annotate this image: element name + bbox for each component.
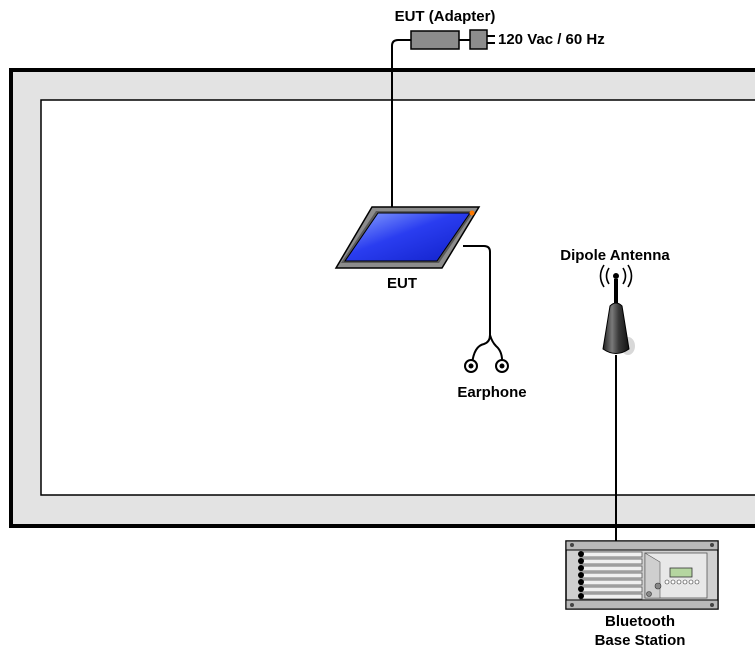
adapter-label: EUT (Adapter) [394, 8, 496, 25]
antenna-label: Dipole Antenna [560, 247, 670, 264]
base-station-label-line1: Bluetooth [605, 613, 675, 630]
dipole-antenna-icon [599, 264, 635, 355]
earphone-cable [463, 245, 504, 365]
power-plug-icon [469, 29, 495, 50]
eut-label: EUT [387, 275, 417, 292]
adapter-cable [391, 39, 470, 208]
shielded-chamber [9, 68, 755, 528]
power-supply-label: 120 Vac / 60 Hz [498, 31, 605, 48]
power-adapter-icon [410, 30, 460, 50]
earphone-icon [464, 359, 509, 373]
tablet-icon [334, 206, 481, 269]
earphone-label: Earphone [457, 384, 527, 401]
rack-base-station-icon [565, 540, 719, 610]
base-station-label-line2: Base Station [594, 632, 686, 649]
